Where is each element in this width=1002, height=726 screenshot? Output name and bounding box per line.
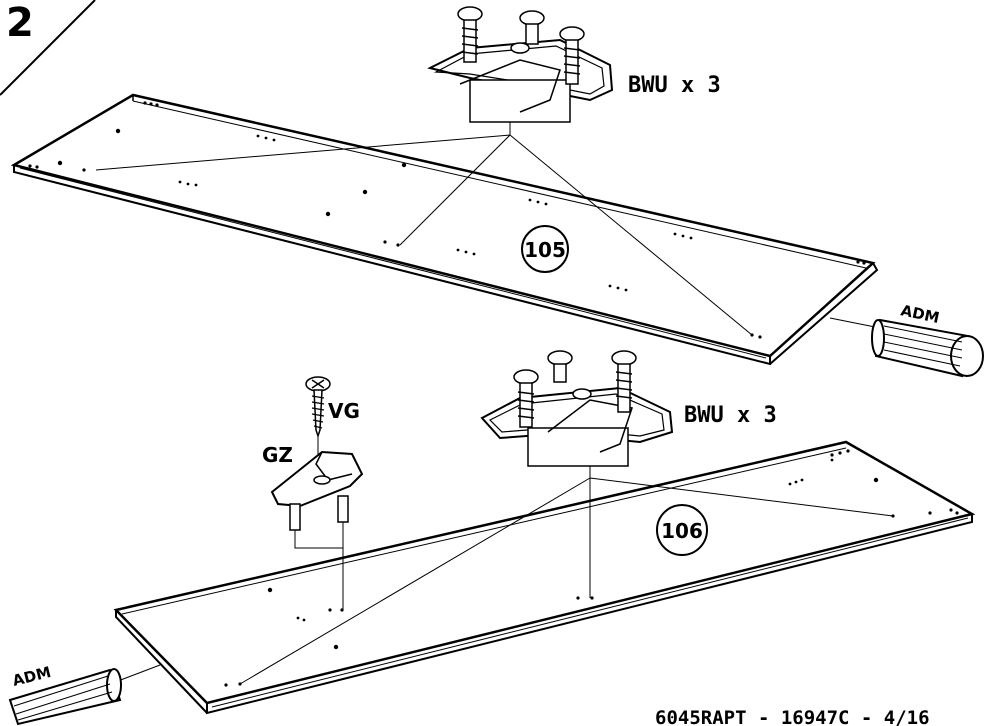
bottom-adm-dowel-icon <box>8 664 161 726</box>
bottom-bwu-bracket-icon <box>480 350 674 467</box>
part-number-105: 105 <box>521 225 569 273</box>
top-adm-dowel-icon <box>829 317 984 378</box>
top-bwu-bracket-icon <box>427 6 614 123</box>
part-number-105-text: 105 <box>524 238 566 262</box>
bottom-leader-lines <box>239 466 894 685</box>
top-panel <box>10 93 879 366</box>
bottom-panel-holes <box>224 449 959 687</box>
part-number-106-text: 106 <box>661 519 703 543</box>
bottom-bwu-label: BWU x 3 <box>684 403 777 428</box>
step-badge: 2 <box>0 0 96 96</box>
bottom-adm-label: ADM <box>11 663 53 690</box>
vg-screw-icon <box>305 376 331 480</box>
top-leader-lines <box>95 122 753 336</box>
vg-label: VG <box>328 399 360 423</box>
gz-label: GZ <box>262 443 293 467</box>
top-bwu-label: BWU x 3 <box>628 73 721 98</box>
step-number: 2 <box>6 0 34 46</box>
part-number-106: 106 <box>656 504 708 556</box>
bottom-panel <box>113 440 976 715</box>
gz-guide-icon <box>270 450 364 610</box>
top-adm-label: ADM <box>899 301 941 327</box>
footer-reference: 6045RAPT - 16947C - 4/16 <box>655 707 930 726</box>
